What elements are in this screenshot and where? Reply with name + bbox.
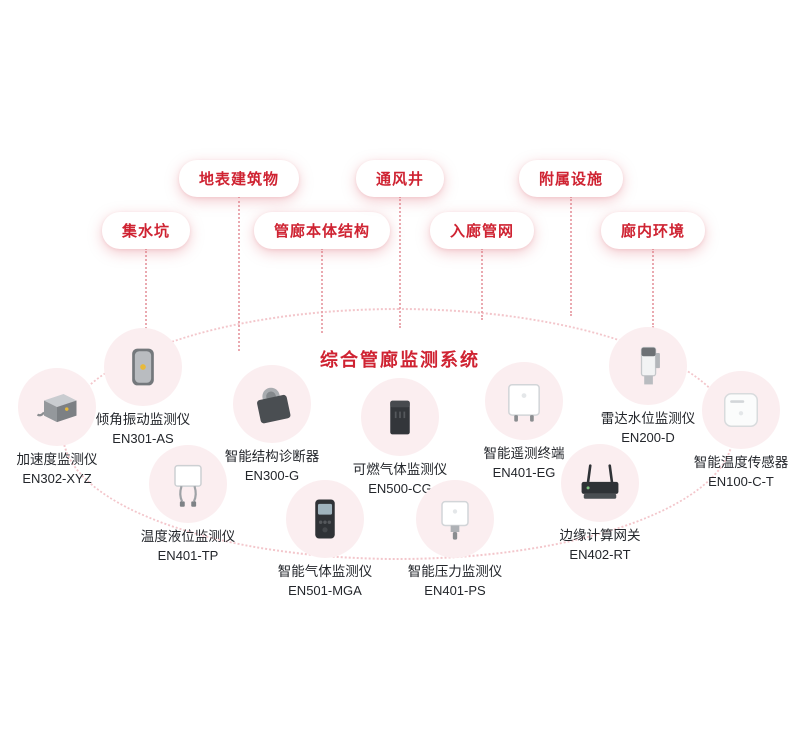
device-temp-liquid-level: 温度液位监测仪 EN401-TP xyxy=(113,445,263,565)
device-name: 智能结构诊断器 xyxy=(224,449,320,464)
telemetry-terminal-icon xyxy=(508,383,540,422)
device-model: EN300-G xyxy=(244,468,300,483)
device-bubble xyxy=(361,378,439,456)
connector-line xyxy=(570,196,572,316)
device-combustible-gas: 可燃气体监测仪 EN500-CG xyxy=(325,378,475,498)
device-bubble xyxy=(485,362,563,440)
temp-liquid-level-icon xyxy=(174,464,202,507)
device-model: EN200-D xyxy=(621,430,675,445)
accelerometer-icon xyxy=(36,394,77,423)
device-name: 雷达水位监测仪 xyxy=(600,411,696,426)
connector-line xyxy=(481,248,483,320)
device-model: EN100-C-T xyxy=(708,474,774,489)
device-name: 倾角振动监测仪 xyxy=(95,412,191,427)
device-model: EN401-PS xyxy=(424,583,486,598)
device-bubble xyxy=(609,327,687,405)
radar-level-icon xyxy=(640,346,660,385)
device-bubble xyxy=(561,444,639,522)
category-pill-water-pit: 集水坑 xyxy=(101,212,191,249)
category-pill-surface-buildings: 地表建筑物 xyxy=(178,160,300,197)
tilt-vibration-icon xyxy=(132,348,154,386)
device-name: 边缘计算网关 xyxy=(559,528,641,543)
device-model: EN302-XYZ xyxy=(22,471,92,486)
device-bubble xyxy=(18,368,96,446)
device-bubble xyxy=(233,365,311,443)
category-pill-pipe-network: 入廊管网 xyxy=(429,212,535,249)
device-name: 可燃气体监测仪 xyxy=(352,462,448,477)
category-pill-vent-shaft: 通风井 xyxy=(355,160,445,197)
device-name: 加速度监测仪 xyxy=(16,452,98,467)
device-model: EN501-MGA xyxy=(288,583,362,598)
device-radar-level: 雷达水位监测仪 EN200-D xyxy=(573,327,723,447)
combustible-gas-icon xyxy=(390,400,410,435)
gas-detector-icon xyxy=(315,499,335,539)
edge-gateway-icon xyxy=(581,464,619,499)
device-tilt-vibration: 倾角振动监测仪 EN301-AS xyxy=(68,328,218,448)
category-pill-gallery-structure: 管廊本体结构 xyxy=(253,212,391,249)
device-edge-gateway: 边缘计算网关 EN402-RT xyxy=(525,444,675,564)
connector-line xyxy=(145,248,147,333)
device-model: EN402-RT xyxy=(569,547,631,562)
device-model: EN401-TP xyxy=(157,548,219,563)
diagram-title: 综合管廊监测系统 xyxy=(320,350,480,370)
connector-line xyxy=(321,248,323,333)
device-name: 智能遥测终端 xyxy=(483,446,565,461)
temperature-sensor-icon xyxy=(723,392,759,428)
device-name: 温度液位监测仪 xyxy=(140,529,236,544)
device-name: 智能温度传感器 xyxy=(693,455,789,470)
device-pressure-monitor: 智能压力监测仪 EN401-PS xyxy=(380,480,530,600)
category-pill-auxiliary: 附属设施 xyxy=(518,160,624,197)
device-temperature-sensor: 智能温度传感器 EN100-C-T xyxy=(666,371,800,491)
device-name: 智能气体监测仪 xyxy=(277,564,373,579)
device-model: EN500-CG xyxy=(368,481,432,496)
device-bubble xyxy=(702,371,780,449)
device-structure-diagnoser: 智能结构诊断器 EN300-G xyxy=(197,365,347,485)
device-accelerometer: 加速度监测仪 EN302-XYZ xyxy=(0,368,132,488)
device-bubble xyxy=(104,328,182,406)
structure-diagnoser-icon xyxy=(257,387,291,424)
device-name: 智能压力监测仪 xyxy=(407,564,503,579)
connector-line xyxy=(399,196,401,328)
category-pill-environment: 廊内环境 xyxy=(600,212,706,249)
device-bubble xyxy=(149,445,227,523)
device-bubble xyxy=(416,480,494,558)
device-gas-detector: 智能气体监测仪 EN501-MGA xyxy=(250,480,400,600)
device-bubble xyxy=(286,480,364,558)
pressure-monitor-icon xyxy=(441,500,469,540)
device-model: EN301-AS xyxy=(112,431,174,446)
connector-line xyxy=(238,196,240,351)
device-model: EN401-EG xyxy=(492,465,556,480)
connector-line xyxy=(652,248,654,328)
device-telemetry-terminal: 智能遥测终端 EN401-EG xyxy=(449,362,599,482)
